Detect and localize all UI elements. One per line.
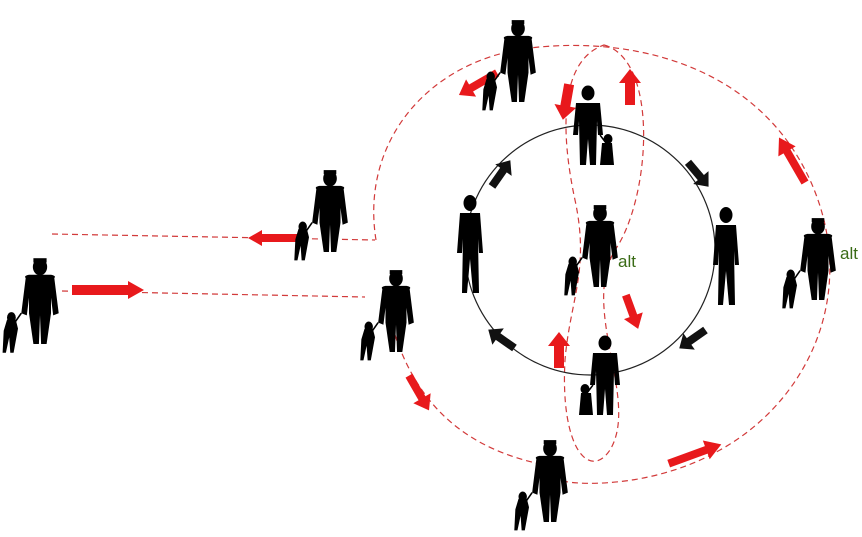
handler-with-dog-icon (1, 257, 60, 354)
outer-dashed-loop (373, 44, 831, 484)
red-arrow-icon (548, 332, 570, 368)
red-arrow-icon (248, 230, 304, 246)
alt-label-center: alt (618, 252, 636, 271)
red-arrow-icon (72, 281, 144, 299)
handler-with-dog-icon (513, 439, 569, 532)
handler-with-dog-icon (563, 204, 619, 297)
red-arrow-icon (622, 293, 643, 329)
lower-left-dashed-arc (394, 334, 546, 466)
black-arrow-icon (488, 160, 512, 189)
red-arrow-layer (72, 69, 809, 468)
handler-with-dog-icon (781, 217, 837, 310)
center-dashed-oval (563, 44, 645, 462)
red-arrow-icon (619, 69, 641, 105)
handler-with-dog-icon (359, 269, 415, 362)
handler-with-sitting-dog-icon (572, 84, 615, 166)
black-arrow-icon (679, 326, 708, 350)
standing-person-icon (713, 207, 739, 305)
alt-label-right: alt (840, 244, 858, 263)
handler-with-dog-icon (481, 19, 537, 112)
black-arrow-icon (684, 159, 709, 187)
upper-straight-dashed-line (51, 233, 376, 241)
handler-with-dog-icon (293, 169, 349, 262)
black-arrow-icon (488, 328, 517, 352)
red-arrow-icon (554, 83, 577, 120)
red-arrow-icon (667, 440, 722, 468)
red-arrow-icon (778, 137, 809, 185)
standing-person-icon (457, 195, 483, 293)
black-arrow-layer (488, 159, 709, 352)
red-arrow-icon (405, 373, 431, 411)
